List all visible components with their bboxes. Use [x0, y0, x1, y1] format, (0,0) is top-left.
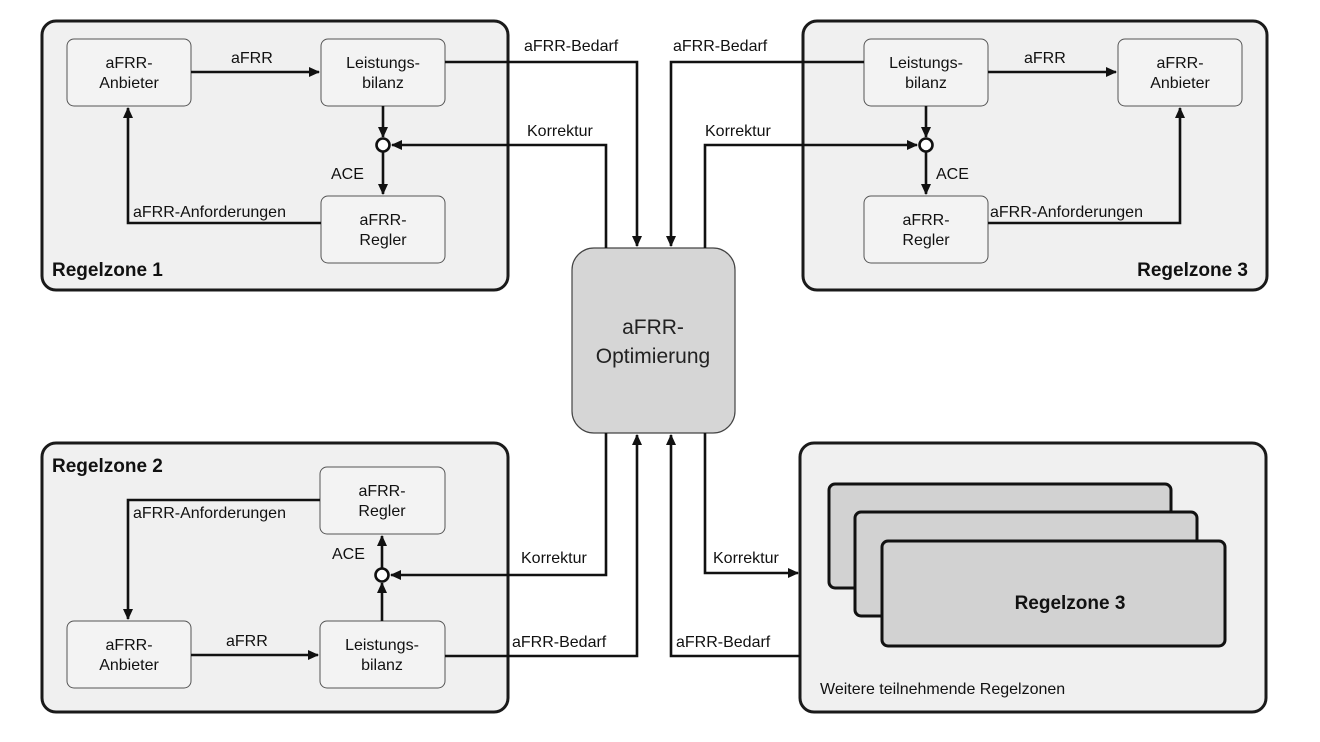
- z3-bilanz-label-1: Leistungs-: [889, 55, 963, 72]
- z1-anforderungen-arrow: [123, 107, 321, 225]
- z3-regler-label-1: aFRR-: [902, 212, 949, 229]
- z1-regler-label-1: aFRR-: [359, 212, 406, 229]
- z2-korrektur-arrow: [390, 433, 608, 580]
- other-bedarf-label: aFRR-Bedarf: [676, 634, 771, 651]
- z2-anforderungen-label: aFRR-Anforderungen: [133, 505, 286, 522]
- z2-bilanz-label-1: Leistungs-: [345, 637, 419, 654]
- z3-anforderungen-label: aFRR-Anforderungen: [990, 204, 1143, 221]
- z2-regler-node: aFRR- Regler: [319, 466, 446, 535]
- z3-bedarf-label: aFRR-Bedarf: [673, 38, 768, 55]
- other-korrektur-label: Korrektur: [713, 550, 779, 567]
- z1-bedarf-label: aFRR-Bedarf: [524, 38, 619, 55]
- z1-afrr-label: aFRR: [231, 50, 273, 67]
- other-bedarf-arrow: [666, 434, 800, 658]
- z2-anbieter-node: aFRR- Anbieter: [66, 620, 192, 689]
- z3-anbieter-label-1: aFRR-: [1156, 55, 1203, 72]
- z1-summing-node: [375, 137, 391, 153]
- z1-anbieter-node: aFRR- Anbieter: [66, 38, 192, 107]
- z3-korrektur-label: Korrektur: [705, 123, 771, 140]
- z1-bilanz-node: Leistungs- bilanz: [320, 38, 446, 107]
- z2-anforderungen-arrow: [123, 498, 320, 620]
- z1-regler-label-2: Regler: [359, 232, 407, 249]
- optimizer-box: [571, 247, 736, 434]
- z2-summing-node: [374, 567, 390, 583]
- zone-1-title: Regelzone 1: [52, 260, 163, 281]
- zone-3-title: Regelzone 3: [1137, 260, 1248, 281]
- z3-regler-node: aFRR- Regler: [863, 195, 989, 264]
- z3-bilanz-node: Leistungs- bilanz: [863, 38, 989, 107]
- z1-regler-node: aFRR- Regler: [320, 195, 446, 264]
- z2-anbieter-label-2: Anbieter: [99, 657, 159, 674]
- z1-anforderungen-label: aFRR-Anforderungen: [133, 204, 286, 221]
- optimizer-label-2: Optimierung: [596, 345, 710, 368]
- z2-bedarf-arrow: [445, 434, 642, 658]
- z1-korrektur-label: Korrektur: [527, 123, 593, 140]
- z2-afrr-label: aFRR: [226, 633, 268, 650]
- z1-bilanz-label-2: bilanz: [362, 75, 404, 92]
- z2-anbieter-label-1: aFRR-: [105, 637, 152, 654]
- z3-anforderungen-arrow: [988, 107, 1185, 225]
- z2-bilanz-node: Leistungs- bilanz: [319, 620, 446, 689]
- z3-afrr-label: aFRR: [1024, 50, 1066, 67]
- z3-ace-label: ACE: [936, 166, 969, 183]
- other-korrektur-arrow: [703, 433, 799, 578]
- z3-anbieter-node: aFRR- Anbieter: [1117, 38, 1243, 107]
- z2-regler-label-2: Regler: [358, 503, 406, 520]
- z1-bilanz-label-1: Leistungs-: [346, 55, 420, 72]
- other-zone-stack-title: Regelzone 3: [1015, 593, 1126, 614]
- z2-ace-label: ACE: [332, 546, 365, 563]
- z2-regler-label-1: aFRR-: [358, 483, 405, 500]
- z1-anbieter-label-2: Anbieter: [99, 75, 159, 92]
- z3-bilanz-label-2: bilanz: [905, 75, 947, 92]
- z2-bilanz-label-2: bilanz: [361, 657, 403, 674]
- z3-summing-node: [918, 137, 934, 153]
- other-zone-stack-front: [880, 539, 1227, 648]
- z3-regler-label-2: Regler: [902, 232, 950, 249]
- z3-korrektur-arrow: [703, 140, 918, 248]
- z1-anbieter-label-1: aFRR-: [105, 55, 152, 72]
- z3-bedarf-arrow: [666, 60, 864, 247]
- z3-anbieter-label-2: Anbieter: [1150, 75, 1210, 92]
- optimizer-label-1: aFRR-: [622, 316, 684, 339]
- z1-ace-label: ACE: [331, 166, 364, 183]
- other-zones-caption: Weitere teilnehmende Regelzonen: [820, 681, 1065, 698]
- z1-bedarf-arrow: [445, 60, 642, 247]
- z2-korrektur-label: Korrektur: [521, 550, 587, 567]
- z2-bedarf-label: aFRR-Bedarf: [512, 634, 607, 651]
- zone-2-title: Regelzone 2: [52, 456, 163, 477]
- z1-korrektur-arrow: [391, 140, 608, 248]
